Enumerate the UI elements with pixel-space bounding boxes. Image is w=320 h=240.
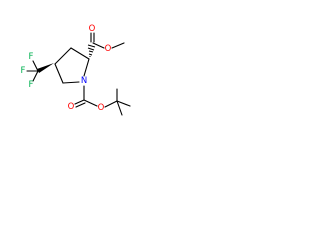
atom-f3: F	[29, 80, 34, 90]
bond-c4-c3	[54, 47, 72, 65]
wedge-stereo-bond-c4	[37, 63, 54, 73]
bond-tbu-me2	[116, 100, 131, 107]
bond-ester-o-methyl	[111, 42, 125, 49]
atom-o-ester-single: O	[105, 44, 112, 54]
atom-o-boc-single: O	[98, 103, 105, 113]
bond-tbu-me3	[116, 100, 123, 116]
bond-c2-n1	[83, 58, 90, 77]
bond-c-f1	[32, 60, 39, 72]
hashed-stereo-bond-c2	[87, 44, 96, 57]
molecule-structure: O O N O O F F F	[0, 0, 152, 152]
bond-boc-o-tbu	[104, 100, 118, 108]
atom-o-boc-carbonyl: O	[68, 102, 75, 112]
bond-c-f3	[32, 70, 39, 82]
bond-c5-c4	[54, 63, 64, 84]
atom-n-ring: N	[81, 76, 87, 86]
bond-c3-c2	[70, 47, 90, 60]
molecule-svg: O O N O O F F F	[21, 24, 131, 116]
atom-f1: F	[29, 52, 34, 62]
bond-boc-c-o-single	[83, 99, 98, 107]
bond-boc-c-o-double-a	[74, 99, 85, 105]
bond-n1-c5	[62, 81, 80, 84]
atom-f2: F	[21, 66, 26, 76]
bond-boc-c-o-double-b	[75, 102, 86, 108]
atom-o-ester-carbonyl: O	[89, 24, 96, 34]
bond-ester-c-o-single	[92, 42, 105, 49]
